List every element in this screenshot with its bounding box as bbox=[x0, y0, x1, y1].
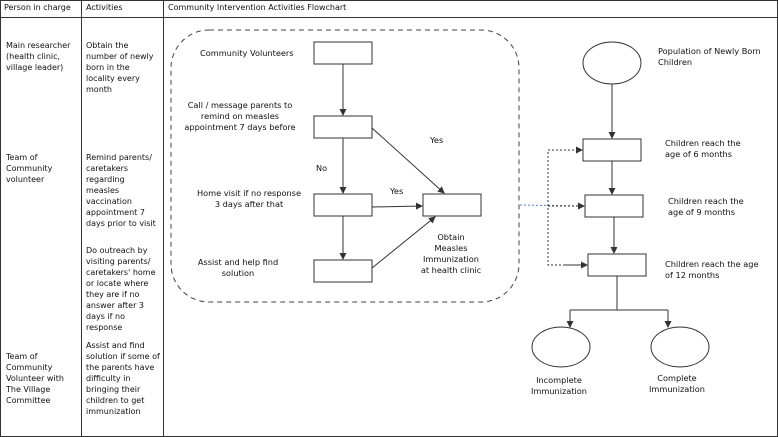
person-team-village-committee: Team of Community Volunteer with The Vil… bbox=[6, 352, 64, 405]
label-assist: Assist and help find solution bbox=[197, 257, 279, 278]
label-yes-top: Yes bbox=[430, 135, 444, 145]
arrow-call-to-obtain bbox=[371, 127, 445, 194]
person-main-researcher: Main researcher (health clinic, village … bbox=[6, 41, 71, 72]
box-age-6 bbox=[582, 138, 642, 162]
label-complete: Complete Immunization bbox=[648, 373, 706, 394]
ellipse-population bbox=[582, 41, 642, 85]
header-person-in-charge: Person in charge bbox=[4, 3, 71, 12]
label-incomplete: Incomplete Immunization bbox=[530, 375, 588, 396]
person-team-volunteer: Team of Community volunteer bbox=[6, 153, 53, 184]
box-home-visit bbox=[313, 193, 373, 217]
arrow-assist-to-obtain bbox=[371, 216, 436, 269]
header-divider bbox=[0, 17, 778, 18]
label-population: Population of Newly Born Children bbox=[658, 46, 761, 67]
arrow-home-visit-to-obtain bbox=[371, 202, 423, 210]
header-activities: Activities bbox=[86, 3, 123, 12]
ellipse-complete bbox=[650, 326, 710, 368]
label-yes-mid: Yes bbox=[390, 186, 404, 196]
header-flowchart: Community Intervention Activities Flowch… bbox=[168, 3, 347, 12]
label-community-volunteers: Community Volunteers bbox=[200, 48, 294, 58]
activity-assist-solution: Assist and find solution if some of the … bbox=[86, 341, 160, 416]
box-age-9 bbox=[584, 194, 644, 218]
activity-outreach: Do outreach by visiting parents/ caretak… bbox=[86, 246, 156, 332]
box-age-12 bbox=[587, 253, 647, 277]
label-age-6: Children reach the age of 6 months bbox=[665, 138, 741, 159]
label-age-9: Children reach the age of 9 months bbox=[668, 196, 744, 217]
box-call-parents bbox=[313, 115, 373, 139]
volunteer-process-boundary bbox=[170, 29, 520, 303]
label-no: No bbox=[316, 163, 328, 173]
ellipse-incomplete bbox=[531, 326, 591, 368]
box-community-volunteers bbox=[313, 41, 373, 65]
label-age-12: Children reach the age of 12 months bbox=[665, 259, 759, 280]
activity-obtain-number: Obtain the number of newly born in the l… bbox=[86, 41, 154, 94]
column-divider bbox=[163, 0, 164, 437]
label-home-visit: Home visit if no response 3 days after t… bbox=[196, 188, 301, 209]
column-divider bbox=[81, 0, 82, 437]
dotted-bracket bbox=[547, 149, 587, 266]
label-obtain-immunization: Obtain Measles Immunization at health cl… bbox=[420, 232, 482, 275]
activity-remind-parents: Remind parents/ caretakers regarding mea… bbox=[86, 153, 156, 228]
box-obtain-immunization bbox=[422, 193, 482, 217]
label-call-parents: Call / message parents to remind on meas… bbox=[184, 100, 296, 132]
box-assist bbox=[313, 259, 373, 283]
